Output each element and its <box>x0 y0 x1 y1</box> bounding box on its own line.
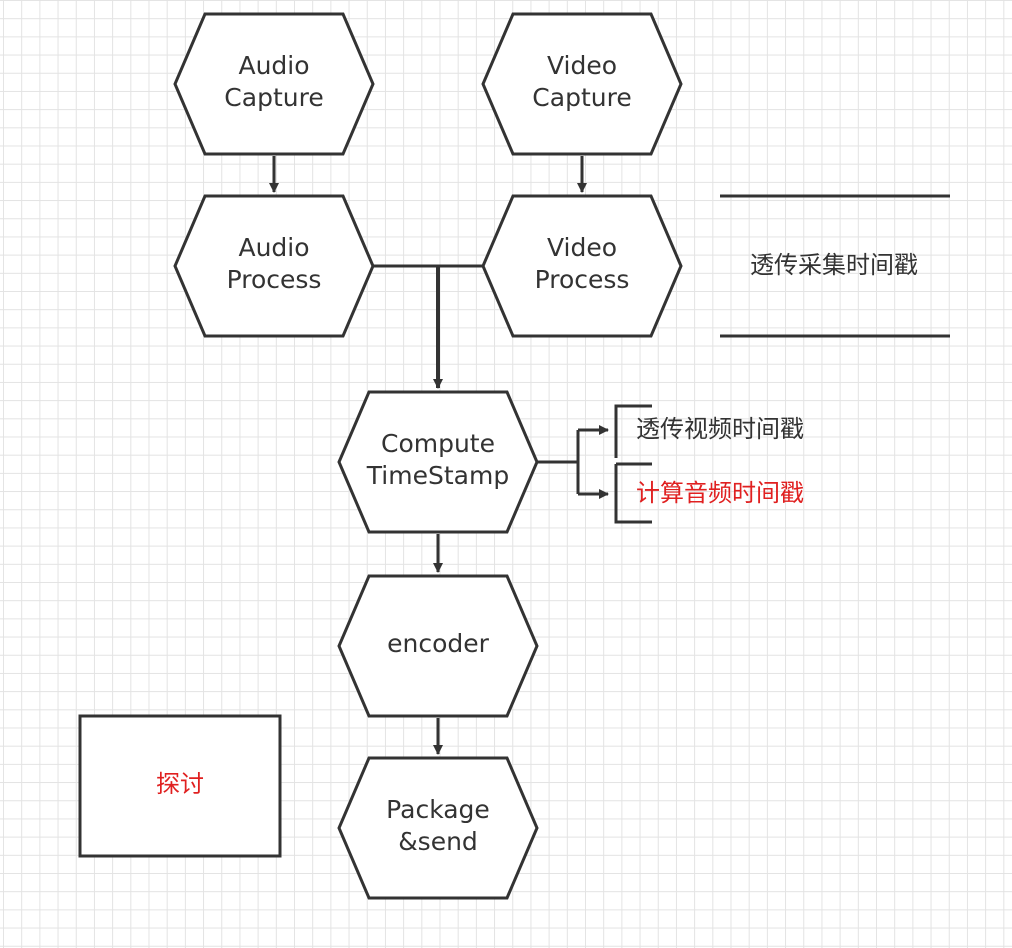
node-compute-timestamp-line2: TimeStamp <box>366 461 509 490</box>
discussion-box[interactable]: 探讨 <box>78 714 282 858</box>
node-package-send[interactable]: Package &send <box>337 756 539 900</box>
node-audio-process-line1: Audio <box>238 233 309 262</box>
node-audio-process-line2: Process <box>227 265 322 294</box>
node-audio-capture-line2: Capture <box>224 83 323 112</box>
node-package-send-line2: &send <box>398 827 478 856</box>
node-compute-timestamp-line1: Compute <box>381 429 495 458</box>
node-audio-process[interactable]: Audio Process <box>173 194 375 338</box>
bracket-video-ts <box>614 404 652 458</box>
node-video-capture[interactable]: Video Capture <box>481 12 683 156</box>
bracket-audio-ts <box>614 464 652 524</box>
node-video-process[interactable]: Video Process <box>481 194 683 338</box>
node-package-send-line1: Package <box>386 795 490 824</box>
note-passthrough-video-ts: 透传视频时间戳 <box>636 415 804 443</box>
note-compute-audio-ts: 计算音频时间戳 <box>636 479 804 507</box>
node-encoder[interactable]: encoder <box>337 574 539 718</box>
note-passthrough-capture-ts: 透传采集时间戳 <box>750 251 918 279</box>
node-video-capture-line2: Capture <box>532 83 631 112</box>
node-video-capture-line1: Video <box>547 51 617 80</box>
node-encoder-label: encoder <box>387 629 490 658</box>
node-video-process-line2: Process <box>535 265 630 294</box>
node-audio-capture[interactable]: Audio Capture <box>173 12 375 156</box>
node-audio-capture-line1: Audio <box>238 51 309 80</box>
node-compute-timestamp[interactable]: Compute TimeStamp <box>337 390 539 534</box>
node-video-process-line1: Video <box>547 233 617 262</box>
discussion-label: 探讨 <box>156 770 204 798</box>
